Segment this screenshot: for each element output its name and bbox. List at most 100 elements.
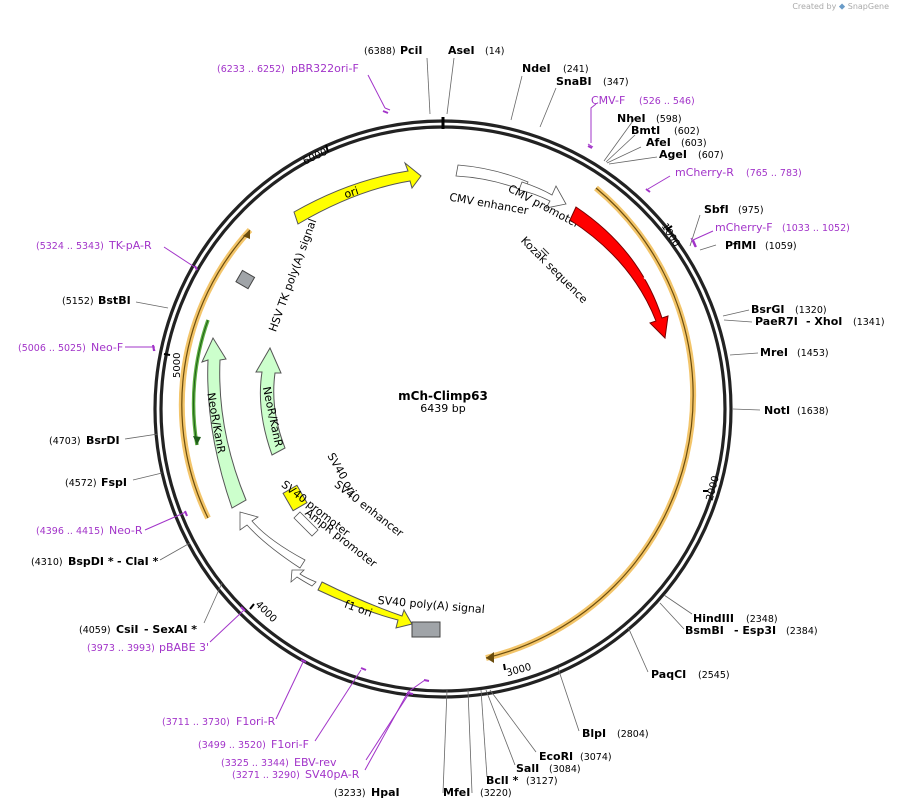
primer-sv40pa-r-name: SV40pA-R bbox=[305, 768, 360, 781]
primer-cmv-f-name: CMV-F bbox=[591, 94, 625, 107]
feature-kozak-mark bbox=[540, 249, 548, 257]
feature-sv40-polya-box bbox=[411, 621, 441, 638]
primer-tk-pa-r-name: TK-pA-R bbox=[108, 239, 152, 252]
site-mfeI-pos: (3220) bbox=[480, 788, 512, 799]
primer-mcherry-r-pos: (765 .. 783) bbox=[746, 168, 802, 179]
site-nheI-name: NheI bbox=[617, 112, 646, 125]
site-bmtI-pos: (602) bbox=[674, 126, 700, 137]
orf-arcs bbox=[178, 185, 697, 663]
snapgene-brand: Created by ⬥ SnapGene bbox=[792, 2, 889, 12]
feature-sv40-promoter-arrow bbox=[239, 511, 306, 569]
site-notI-name: NotI bbox=[764, 404, 790, 417]
site-fspI-name: FspI bbox=[101, 476, 127, 489]
site-nheI-pos: (598) bbox=[656, 114, 682, 125]
site-ndeI-name: NdeI bbox=[522, 62, 551, 75]
site-blpI-name: BlpI bbox=[582, 727, 606, 740]
site-sexaI-name: - SexAI * bbox=[144, 623, 197, 636]
primer-neo-f-name: Neo-F bbox=[91, 341, 123, 354]
site-bsmbI-name: BsmBI bbox=[685, 624, 724, 637]
brand-app-name: SnapGene bbox=[847, 2, 889, 11]
feature-f1-ori-arrow bbox=[317, 581, 413, 629]
site-bstbI-pos: (5152) bbox=[62, 296, 94, 307]
primer-f1ori-r-pos: (3711 .. 3730) bbox=[162, 717, 230, 728]
site-mfeI-name: MfeI bbox=[443, 786, 470, 799]
backbone bbox=[153, 117, 733, 699]
primer-pbr322ori-f-name: pBR322ori-F bbox=[291, 62, 359, 75]
primer-tk-pa-r-pos: (5324 .. 5343) bbox=[36, 241, 104, 252]
site-afeI-name: AfeI bbox=[646, 136, 671, 149]
site-aseI-name: AseI bbox=[448, 44, 475, 57]
feature-mcherry-arrow bbox=[569, 206, 669, 340]
primer-cmv-f-pos: (526 .. 546) bbox=[639, 96, 695, 107]
site-bclI-pos: (3127) bbox=[526, 776, 558, 787]
site-ageI-pos: (607) bbox=[698, 150, 724, 161]
feature-neor-outer-arrow bbox=[201, 336, 247, 509]
site-ndeI-pos: (241) bbox=[563, 64, 589, 75]
primer-pbabe-3-name: pBABE 3' bbox=[159, 641, 209, 654]
site-snabI-pos: (347) bbox=[603, 77, 629, 88]
feature-kozak-label: Kozak sequence bbox=[518, 234, 590, 306]
site-bmtI-name: BmtI bbox=[631, 124, 660, 137]
feature-hsv-tk-box bbox=[235, 269, 256, 290]
site-xhoI-name: - XhoI bbox=[806, 315, 842, 328]
site-csiI-name: CsiI bbox=[116, 623, 138, 636]
site-hpaI-name: HpaI bbox=[371, 786, 400, 799]
primer-pbabe-3-pos: (3973 .. 3993) bbox=[87, 643, 155, 654]
tick-1000: 1000 bbox=[659, 222, 682, 249]
feature-f1-ori-label: f1 ori bbox=[343, 598, 374, 620]
site-paqcI-name: PaqCI bbox=[651, 668, 686, 681]
site-pciI-name: PciI bbox=[400, 44, 422, 57]
site-salI-pos: (3084) bbox=[549, 764, 581, 775]
feature-neor-inner-arrow bbox=[255, 346, 286, 456]
site-ecori-name: EcoRI bbox=[539, 750, 573, 763]
feature-neor-outer-label: NeoR/KanR bbox=[204, 392, 228, 455]
primer-ebv-rev-name: EBV-rev bbox=[294, 756, 337, 769]
site-bstbI-name: BstBI bbox=[98, 294, 131, 307]
primer-neo-f-pos: (5006 .. 5025) bbox=[18, 343, 86, 354]
site-paqcI-pos: (2545) bbox=[698, 670, 730, 681]
primer-marks bbox=[152, 110, 697, 695]
site-bsrgI-pos: (1320) bbox=[795, 305, 827, 316]
feature-sv40-enhancer-arrow bbox=[293, 511, 319, 537]
site-ageI-name: AgeI bbox=[659, 148, 687, 161]
feature-sv40-ori-box bbox=[282, 484, 308, 512]
site-claI-name: - ClaI * bbox=[117, 555, 159, 568]
plasmid-length: 6439 bp bbox=[420, 402, 465, 415]
site-hindiii-pos: (2348) bbox=[746, 614, 778, 625]
feature-ampr-promoter-arrow bbox=[290, 569, 317, 587]
primer-mcherry-f-pos: (1033 .. 1052) bbox=[782, 223, 850, 234]
site-sbfI-name: SbfI bbox=[704, 203, 729, 216]
site-ecori-pos: (3074) bbox=[580, 752, 612, 763]
site-aseI-pos: (14) bbox=[485, 46, 505, 57]
site-leaders bbox=[124, 57, 761, 794]
site-fspI-pos: (4572) bbox=[65, 478, 97, 489]
primer-pbr322ori-f-pos: (6233 .. 6252) bbox=[217, 64, 285, 75]
site-afeI-pos: (603) bbox=[681, 138, 707, 149]
primer-sv40pa-r-pos: (3271 .. 3290) bbox=[232, 770, 300, 781]
primer-neo-r-pos: (4396 .. 4415) bbox=[36, 526, 104, 537]
site-pflmI-name: PflMI bbox=[725, 239, 756, 252]
site-blpI-pos: (2804) bbox=[617, 729, 649, 740]
site-bspdI-name: BspDI * bbox=[68, 555, 114, 568]
site-pciI-pos: (6388) bbox=[364, 46, 396, 57]
restriction-sites: (6388) PciI AseI (14) NdeI (241) SnaBI (… bbox=[31, 44, 885, 799]
brand-created-by: Created by bbox=[792, 2, 837, 11]
site-sbfI-pos: (975) bbox=[738, 205, 764, 216]
site-notI-pos: (1638) bbox=[797, 406, 829, 417]
plasmid-name: mCh-Climp63 bbox=[398, 389, 488, 403]
site-mreI-pos: (1453) bbox=[797, 348, 829, 359]
site-hpaI-pos: (3233) bbox=[334, 788, 366, 799]
site-snabI-name: SnaBI bbox=[556, 75, 592, 88]
site-xhoI-pos: (1341) bbox=[853, 317, 885, 328]
site-esp3I-name: - Esp3I bbox=[734, 624, 776, 637]
primer-mcherry-r-name: mCherry-R bbox=[675, 166, 734, 179]
site-pflmI-pos: (1059) bbox=[765, 241, 797, 252]
snapgene-logo-icon: ⬥ bbox=[838, 2, 846, 12]
primers: (6233 .. 6252) pBR322ori-F CMV-F (526 ..… bbox=[18, 62, 850, 781]
site-salI-name: SalI bbox=[516, 762, 539, 775]
site-esp3I-pos: (2384) bbox=[786, 626, 818, 637]
primer-ebv-rev-pos: (3325 .. 3344) bbox=[221, 758, 289, 769]
primer-f1ori-r-name: F1ori-R bbox=[236, 715, 276, 728]
primer-f1ori-f-pos: (3499 .. 3520) bbox=[198, 740, 266, 751]
site-csiI-pos: (4059) bbox=[79, 625, 111, 636]
